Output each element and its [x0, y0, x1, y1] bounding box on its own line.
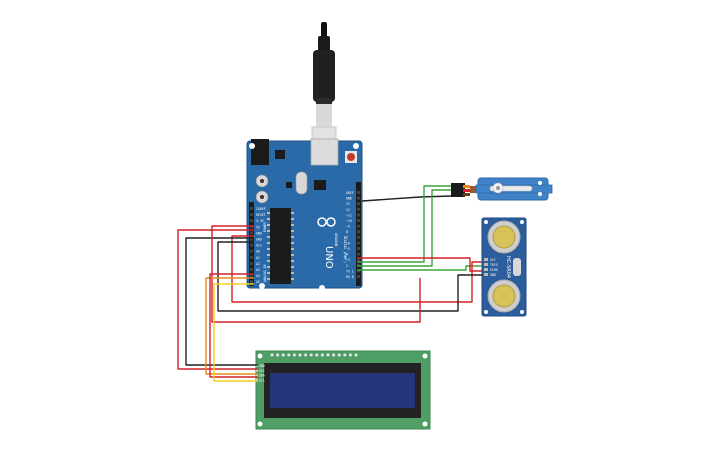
digital-pin-label: ~10	[346, 219, 352, 223]
brand-label: ARDUINO	[334, 233, 338, 247]
digital-pin-label: 2	[346, 264, 348, 268]
wire-us-vcc	[231, 235, 482, 303]
wires	[177, 185, 482, 382]
digital-pin-label: ~9	[346, 225, 350, 229]
wire-us-echo	[357, 257, 482, 272]
power-analog-pin-label: A3	[256, 268, 260, 272]
power-analog-pin-label: A2	[256, 262, 260, 266]
ultrasonic-pin-label: ECHO	[490, 268, 498, 272]
servo-horn	[489, 182, 533, 194]
arduino-logo	[317, 217, 336, 227]
wire-servo-gnd	[357, 189, 451, 267]
usb-socket	[310, 138, 339, 166]
analog-label: ANALOG IN	[263, 265, 267, 282]
crystal	[295, 171, 308, 195]
arduino-uno-board[interactable]: ARDUINO UNO DIGITAL (PWM~) AREFGND1312~1…	[246, 138, 363, 291]
model-label: UNO	[323, 246, 334, 269]
digital-pin-label: AREF	[346, 191, 354, 195]
power-analog-pin-label: Vin	[256, 244, 262, 248]
digital-pin-label: TX 1	[346, 269, 354, 273]
power-analog-pin-label: A0	[256, 250, 260, 254]
lcd-pin-label: SDA	[259, 374, 265, 378]
wire-lcd-vcc2	[211, 225, 421, 323]
digital-pin-label: 13	[346, 202, 350, 206]
digital-pin-label: RX 0	[346, 275, 354, 279]
digital-pin-label: 4	[346, 253, 348, 257]
power-analog-pin-label: GND	[256, 231, 262, 235]
wire-lcd-scl	[213, 283, 258, 382]
digital-pin-label: ~5	[346, 247, 350, 251]
power-analog-pin-label: A4	[256, 274, 260, 278]
atmega-chip	[270, 208, 291, 284]
power-analog-pin-label: A5	[256, 280, 260, 284]
wire-lcd-sda-b	[209, 273, 258, 378]
lcd-header-pins	[270, 353, 358, 357]
power-label: POWER	[263, 222, 267, 232]
ultrasonic-pin-label: VCC	[490, 258, 496, 262]
micro-servo[interactable]	[451, 177, 553, 201]
wire-lcd-gnd	[185, 237, 258, 366]
power-analog-pin-label: 5V	[256, 225, 260, 229]
digital-pin-label: 7	[346, 236, 348, 240]
digital-pin-label: ~3	[346, 258, 350, 262]
digital-pin-label: ~6	[346, 241, 350, 245]
lcd-pin-label: SCL	[259, 378, 265, 382]
digital-pin-label: 8	[346, 230, 348, 234]
power-analog-pin-label: RESET	[256, 213, 266, 217]
digital-header-label: DIGITAL (PWM~)	[343, 236, 347, 263]
digital-pin-label: GND	[346, 197, 352, 201]
ultrasonic-pin-label: TRIG	[490, 263, 498, 267]
sensor-model-label: HC-SR04	[505, 256, 511, 278]
power-jack	[251, 139, 269, 165]
lcd-screen	[270, 373, 415, 408]
digital-pin-label: 12	[346, 208, 350, 212]
digital-header	[356, 182, 361, 286]
wire-servo-power	[357, 185, 451, 263]
power-analog-pin-label: A1	[256, 256, 260, 260]
transducer-top	[487, 220, 521, 254]
wire-servo-signal	[361, 195, 452, 202]
power-analog-pin-label: GND	[256, 238, 262, 242]
ultrasonic-pin-label: GND	[490, 273, 496, 277]
transducer-bottom	[487, 279, 521, 313]
wire-us-gnd	[217, 241, 482, 312]
power-analog-pin-label: 3.3V	[256, 219, 264, 223]
wire-lcd-sda	[205, 277, 258, 375]
wire-lcd-vcc	[177, 229, 258, 370]
lcd-pin-label: VCC	[259, 369, 265, 373]
digital-pin-label: ~11	[346, 213, 352, 217]
wire-us-trig	[357, 265, 482, 271]
lcd-pin-label: GND	[259, 364, 265, 368]
power-analog-pin-label: IOREF	[256, 207, 266, 211]
